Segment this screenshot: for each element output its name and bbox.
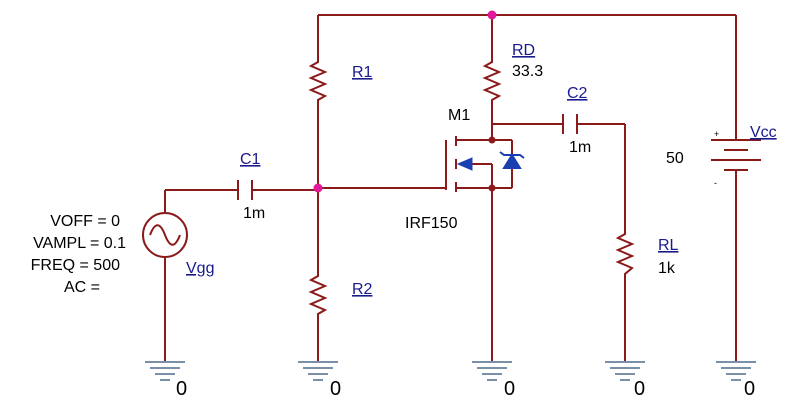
vcc-value-label: 50 <box>666 150 684 167</box>
rl-ref-label: RL <box>658 237 679 254</box>
ground-vcc: 0 <box>716 361 756 400</box>
junction-dot-top <box>487 10 497 20</box>
r2-ref-label: R2 <box>352 281 373 298</box>
vcc-minus-label: - <box>714 178 717 188</box>
vcc-ref-label: Vcc <box>750 124 777 141</box>
c2-value-label: 1m <box>569 139 591 156</box>
rd-ref-label: RD <box>512 42 535 59</box>
vgg-param-vampl: VAMPL = 0.1 <box>33 235 126 252</box>
c1-ref-label: C1 <box>240 151 261 168</box>
m1-part-label: IRF150 <box>405 215 458 232</box>
resistor-r2[interactable]: R2 <box>308 272 373 318</box>
ground-label: 0 <box>744 378 755 400</box>
capacitor-c1[interactable]: C1 1m <box>237 151 265 222</box>
c1-value-label: 1m <box>243 205 265 222</box>
ground-rl: 0 <box>605 361 645 400</box>
vgg-ref-label: Vgg <box>186 260 214 277</box>
r1-ref-label: R1 <box>352 64 373 81</box>
ground-label: 0 <box>504 378 515 400</box>
resistor-r1[interactable]: R1 <box>308 58 373 104</box>
rl-value-label: 1k <box>658 260 676 277</box>
mosfet-m1[interactable]: M1 IRF150 <box>405 107 525 232</box>
vcc-plus-label: + <box>714 129 719 139</box>
sine-wave-icon <box>149 224 181 246</box>
ground-source: 0 <box>472 361 515 400</box>
rd-value-label: 33.3 <box>512 63 543 80</box>
resistor-rd[interactable]: RD 33.3 <box>482 42 543 104</box>
ground-label: 0 <box>634 378 645 400</box>
ac-source-vgg[interactable]: Vgg VOFF = 0 VAMPL = 0.1 FREQ = 500 AC = <box>31 212 215 296</box>
dc-source-vcc[interactable]: + - Vcc 50 <box>666 124 777 190</box>
ground-vgg: 0 <box>145 361 187 400</box>
c2-ref-label: C2 <box>567 85 588 102</box>
m1-ref-label: M1 <box>448 107 470 124</box>
junction-dot-gate <box>313 183 323 193</box>
resistor-rl[interactable]: RL 1k <box>615 230 679 278</box>
capacitor-c2[interactable]: C2 1m <box>562 85 591 156</box>
body-arrow-icon <box>456 157 473 171</box>
vgg-param-voff: VOFF = 0 <box>50 213 120 230</box>
vgg-param-ac: AC = <box>64 279 100 296</box>
ground-label: 0 <box>176 378 187 400</box>
ground-label: 0 <box>330 378 341 400</box>
body-diode-icon <box>502 153 522 169</box>
vgg-param-freq: FREQ = 500 <box>31 257 120 274</box>
ground-r2: 0 <box>298 361 341 400</box>
wires <box>164 14 737 362</box>
